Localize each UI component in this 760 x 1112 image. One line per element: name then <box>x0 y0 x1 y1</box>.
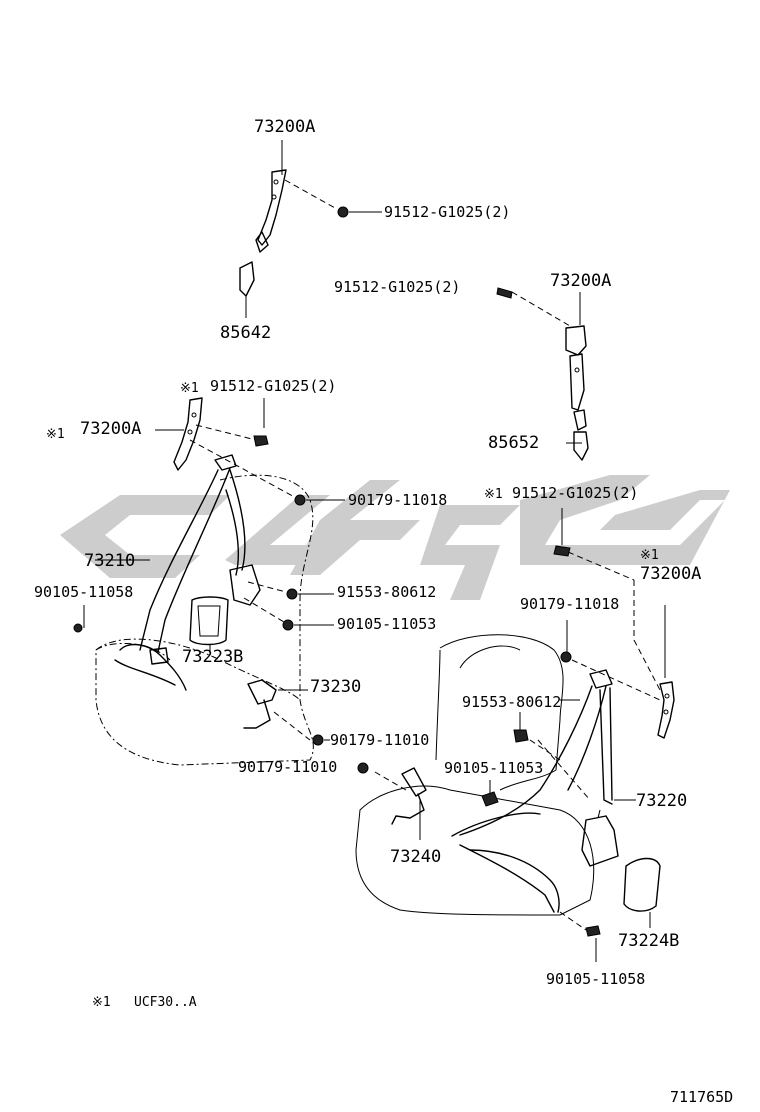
label-buckle-left: 73230 <box>310 677 361 697</box>
note-mark-right-anchor: ※1 <box>640 548 659 563</box>
label-adjuster-right: 85652 <box>488 433 539 453</box>
diagram-id: 711765D <box>670 1088 733 1106</box>
watermark-logo <box>60 475 730 600</box>
label-bolt-top: 91512-G1025(2) <box>384 203 510 221</box>
label-upper-anchor-left: 73200A <box>80 419 141 439</box>
label-bolt-right-mid: 90105-11053 <box>444 759 543 777</box>
footnote-mark: ※1 <box>92 995 111 1010</box>
nut-left-lower-icon <box>312 734 324 746</box>
buckle-left <box>243 679 311 741</box>
bolt-left-lower-icon <box>73 623 83 633</box>
label-screw-right: 91553-80612 <box>462 693 561 711</box>
note-mark-left-bolt: ※1 <box>180 381 199 396</box>
bolt-top-icon <box>337 206 349 218</box>
cover-left <box>189 596 229 652</box>
label-adjuster-top: 85642 <box>220 323 271 343</box>
screw-left-icon <box>286 588 298 600</box>
label-bolt-right-lower: 90105-11058 <box>546 970 645 988</box>
bolt-right-icon <box>553 545 571 557</box>
watermark-shape-3 <box>290 480 420 575</box>
right-seat-outline <box>355 634 595 916</box>
watermark-shape-4 <box>420 505 520 600</box>
upper-anchor-top <box>239 140 336 318</box>
note-mark-right-bolt: ※1 <box>484 487 503 502</box>
note-mark-left-anchor: ※1 <box>46 427 65 442</box>
label-cover-right: 73224B <box>618 931 679 951</box>
label-upper-anchor-top: 73200A <box>254 117 315 137</box>
upper-anchor-right <box>561 508 675 739</box>
screw-right-icon <box>513 729 529 743</box>
nut-right-lower-icon <box>357 762 369 774</box>
label-bolt-left: 91512-G1025(2) <box>210 377 336 395</box>
buckle-right <box>374 767 427 840</box>
label-nut-left: 90179-11018 <box>348 491 447 509</box>
bolt-left-mid-icon <box>282 619 294 631</box>
label-upper-anchor-right: 73200A <box>640 564 701 584</box>
bolt-right-lower-icon <box>585 925 601 937</box>
label-belt-right: 73220 <box>636 791 687 811</box>
bolt-left-icon <box>253 435 269 447</box>
nut-right-icon <box>560 651 572 663</box>
label-screw-left: 91553-80612 <box>337 583 436 601</box>
label-nut-right-lower: 90179-11010 <box>238 758 337 776</box>
belt-left <box>95 454 261 691</box>
nut-left-icon <box>294 494 306 506</box>
footnote-text: UCF30..A <box>134 995 197 1010</box>
label-nut-right: 90179-11018 <box>520 595 619 613</box>
label-belt-left: 73210 <box>84 551 135 571</box>
label-nut-left-lower: 90179-11010 <box>330 731 429 749</box>
label-bolt-right-top: 91512-G1025(2) <box>334 278 460 296</box>
cover-right <box>623 857 661 928</box>
watermark-shape-2 <box>225 495 330 565</box>
label-bolt-left-mid: 90105-11053 <box>337 615 436 633</box>
label-buckle-right: 73240 <box>390 847 441 867</box>
watermark-shape-1 <box>60 495 230 578</box>
label-cover-left: 73223B <box>182 647 243 667</box>
label-bolt-right: 91512-G1025(2) <box>512 484 638 502</box>
upper-anchor-left <box>155 397 301 501</box>
bolt-right-top-icon <box>496 287 513 299</box>
watermark-shape-5 <box>520 475 730 565</box>
label-bolt-left-lower: 90105-11058 <box>34 583 133 601</box>
bolt-right-mid-icon <box>481 791 499 807</box>
label-upper-anchor-right-top: 73200A <box>550 271 611 291</box>
upper-anchor-right-top <box>511 291 589 461</box>
